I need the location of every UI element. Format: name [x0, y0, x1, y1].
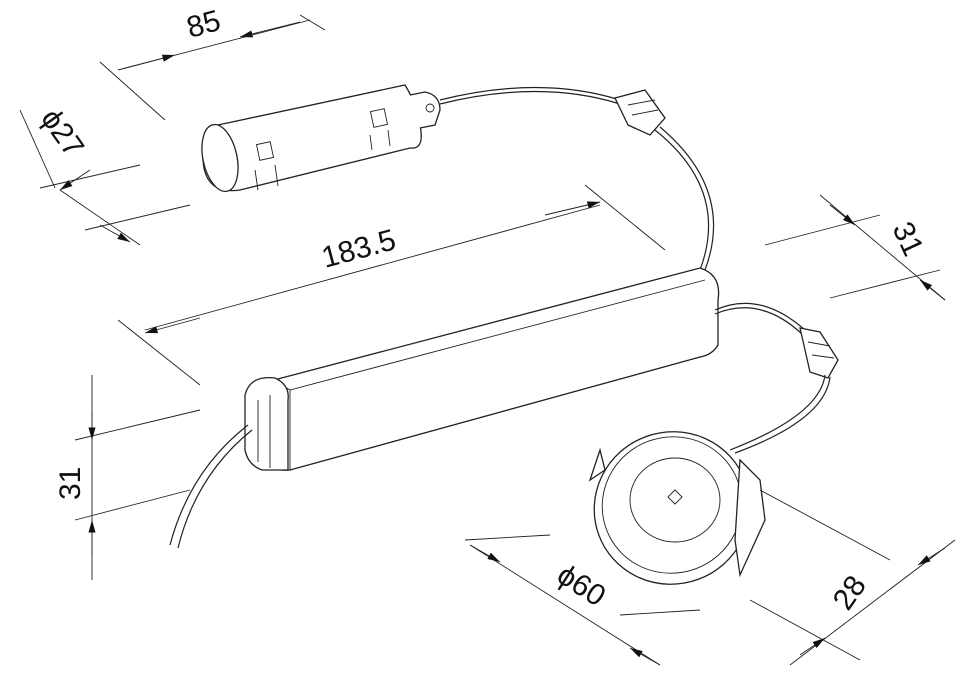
dimension-lines [19, 14, 956, 666]
dim-label-capacitor-length: 85 [183, 4, 224, 45]
dim-label-driver-length: 183.5 [318, 223, 399, 274]
capacitor [201, 84, 441, 193]
downlight [588, 431, 766, 585]
driver [244, 267, 720, 471]
dim-label-light-diameter: ϕ60 [551, 558, 611, 613]
dim-label-driver-width: 31 [886, 217, 930, 261]
cable [439, 86, 621, 101]
connector-bottom [799, 327, 839, 379]
dim-label-light-depth: 28 [827, 570, 873, 616]
connector-top [614, 89, 666, 136]
dim-label-capacitor-diameter: ϕ27 [34, 103, 90, 163]
dim-label-driver-height: 31 [54, 467, 87, 500]
